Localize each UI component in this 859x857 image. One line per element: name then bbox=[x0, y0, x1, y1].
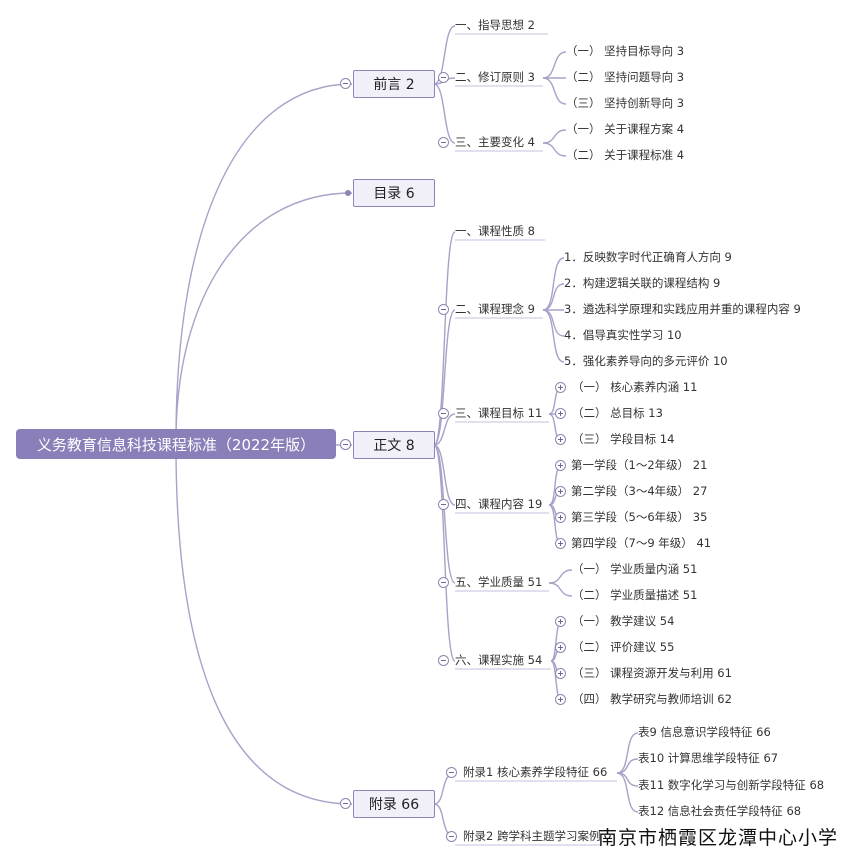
expand-icon[interactable] bbox=[555, 512, 566, 523]
expand-icon[interactable] bbox=[555, 694, 566, 705]
subtopic-node[interactable]: （三） 课程资源开发与利用 61 bbox=[572, 666, 732, 680]
expand-icon[interactable] bbox=[555, 616, 566, 627]
subtopic-node[interactable]: 表11 数字化学习与创新学段特征 68 bbox=[638, 778, 825, 792]
collapse-icon[interactable] bbox=[438, 577, 449, 588]
subtopic-node[interactable]: 表9 信息意识学段特征 66 bbox=[638, 725, 771, 739]
expand-icon[interactable] bbox=[555, 382, 566, 393]
topic-node[interactable]: 三、主要变化 4 bbox=[455, 135, 535, 149]
topic-node[interactable]: 一、课程性质 8 bbox=[455, 224, 535, 238]
subtopic-node[interactable]: 4．倡导真实性学习 10 bbox=[564, 328, 682, 342]
topic-node[interactable]: 附录2 跨学科主题学习案例 bbox=[463, 829, 601, 843]
subtopic-node[interactable]: （二） 总目标 13 bbox=[572, 406, 663, 420]
subtopic-node[interactable]: （一） 关于课程方案 4 bbox=[566, 122, 685, 136]
subtopic-node[interactable]: （二） 评价建议 55 bbox=[572, 640, 675, 654]
collapse-icon[interactable] bbox=[438, 304, 449, 315]
collapse-icon[interactable] bbox=[340, 78, 351, 89]
topic-node[interactable]: 五、学业质量 51 bbox=[455, 575, 543, 589]
collapse-icon[interactable] bbox=[438, 655, 449, 666]
topic-node[interactable]: 四、课程内容 19 bbox=[455, 497, 543, 511]
expand-icon[interactable] bbox=[555, 434, 566, 445]
collapse-icon[interactable] bbox=[446, 767, 457, 778]
subtopic-node[interactable]: 1．反映数字时代正确育人方向 9 bbox=[564, 250, 732, 264]
watermark-text: 南京市栖霞区龙潭中心小学 bbox=[598, 827, 839, 849]
subtopic-node[interactable]: （四） 教学研究与教师培训 62 bbox=[572, 692, 732, 706]
section-zhengwen[interactable]: 正文 8 bbox=[353, 431, 435, 459]
subtopic-node[interactable]: （一） 教学建议 54 bbox=[572, 614, 675, 628]
expand-icon[interactable] bbox=[555, 668, 566, 679]
collapse-icon[interactable] bbox=[446, 831, 457, 842]
subtopic-node[interactable]: 第一学段（1～2年级） 21 bbox=[571, 458, 708, 472]
subtopic-node[interactable]: （一） 核心素养内涵 11 bbox=[572, 380, 698, 394]
collapse-icon[interactable] bbox=[340, 798, 351, 809]
expand-icon[interactable] bbox=[555, 460, 566, 471]
subtopic-node[interactable]: （二） 关于课程标准 4 bbox=[566, 148, 685, 162]
subtopic-node[interactable]: （一） 学业质量内涵 51 bbox=[572, 562, 698, 576]
collapse-icon[interactable] bbox=[438, 408, 449, 419]
topic-node[interactable]: 一、指导思想 2 bbox=[455, 18, 535, 32]
subtopic-node[interactable]: 表10 计算思维学段特征 67 bbox=[638, 751, 779, 765]
section-qianyan[interactable]: 前言 2 bbox=[353, 70, 435, 98]
subtopic-node[interactable]: （二） 坚持问题导向 3 bbox=[566, 70, 685, 84]
expand-icon[interactable] bbox=[555, 538, 566, 549]
collapse-icon[interactable] bbox=[438, 72, 449, 83]
expand-icon[interactable] bbox=[555, 642, 566, 653]
subtopic-node[interactable]: （三） 学段目标 14 bbox=[572, 432, 675, 446]
subtopic-node[interactable]: 表12 信息社会责任学段特征 68 bbox=[638, 804, 802, 818]
collapse-icon[interactable] bbox=[340, 439, 351, 450]
topic-node[interactable]: 二、修订原则 3 bbox=[455, 70, 535, 84]
subtopic-node[interactable]: 3．遴选科学原理和实践应用并重的课程内容 9 bbox=[564, 302, 801, 316]
subtopic-node[interactable]: （一） 坚持目标导向 3 bbox=[566, 44, 685, 58]
root-topic[interactable]: 义务教育信息科技课程标准（2022年版） bbox=[16, 429, 336, 459]
subtopic-node[interactable]: 第二学段（3～4年级） 27 bbox=[571, 484, 708, 498]
subtopic-node[interactable]: 5．强化素养导向的多元评价 10 bbox=[564, 354, 728, 368]
expand-icon[interactable] bbox=[555, 408, 566, 419]
section-fulu[interactable]: 附录 66 bbox=[353, 790, 435, 818]
subtopic-node[interactable]: 第四学段（7～9 年级） 41 bbox=[571, 536, 712, 550]
topic-node[interactable]: 附录1 核心素养学段特征 66 bbox=[463, 765, 608, 779]
subtopic-node[interactable]: 2．构建逻辑关联的课程结构 9 bbox=[564, 276, 721, 290]
collapse-icon[interactable] bbox=[438, 137, 449, 148]
topic-node[interactable]: 二、课程理念 9 bbox=[455, 302, 535, 316]
subtopic-node[interactable]: （二） 学业质量描述 51 bbox=[572, 588, 698, 602]
topic-node[interactable]: 六、课程实施 54 bbox=[455, 653, 543, 667]
section-mulu[interactable]: 目录 6 bbox=[353, 179, 435, 207]
subtopic-node[interactable]: （三） 坚持创新导向 3 bbox=[566, 96, 685, 110]
topic-node[interactable]: 三、课程目标 11 bbox=[455, 406, 543, 420]
collapse-icon[interactable] bbox=[438, 499, 449, 510]
expand-icon[interactable] bbox=[555, 486, 566, 497]
subtopic-node[interactable]: 第三学段（5～6年级） 35 bbox=[571, 510, 708, 524]
